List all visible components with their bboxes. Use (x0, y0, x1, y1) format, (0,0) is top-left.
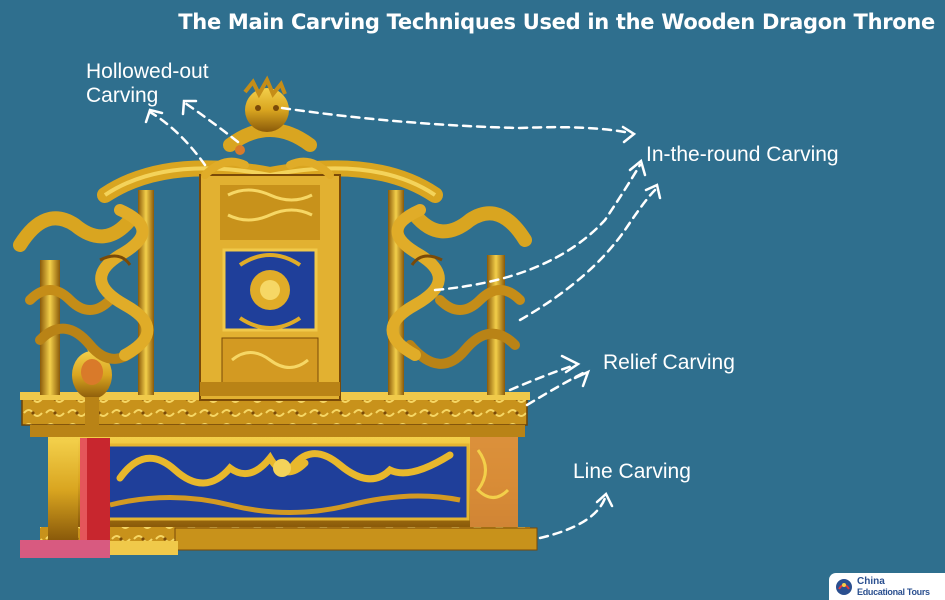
arrow-heads (144, 99, 662, 508)
china-educational-tours-logo-icon (836, 578, 852, 595)
dashed-curved-arrow-icon (433, 163, 642, 292)
top-dragon-crest (201, 75, 334, 179)
brand-logo: China Educational Tours (829, 573, 945, 600)
label-in-the-round-carving: In-the-round Carving (646, 143, 839, 166)
logo-line-1: China (857, 575, 885, 587)
label-hollowed-out-carving: Hollowed-out Carving (86, 60, 209, 107)
label-relief-carving: Relief Carving (603, 351, 735, 374)
left-finial (72, 343, 112, 427)
dashed-curved-arrow-icon (183, 101, 240, 144)
label-line-carving: Line Carving (573, 460, 691, 483)
dashed-curved-arrow-icon (148, 110, 207, 167)
page-title: The Main Carving Techniques Used in the … (178, 10, 935, 34)
dashed-curved-arrow-icon (538, 496, 607, 540)
dashed-curved-arrow-icon (508, 363, 577, 392)
dashed-curved-arrow-icon (280, 106, 632, 135)
dashed-curved-arrow-icon (518, 188, 657, 322)
throne-backrest (199, 174, 341, 401)
logo-line-2: Educational Tours (857, 586, 930, 597)
